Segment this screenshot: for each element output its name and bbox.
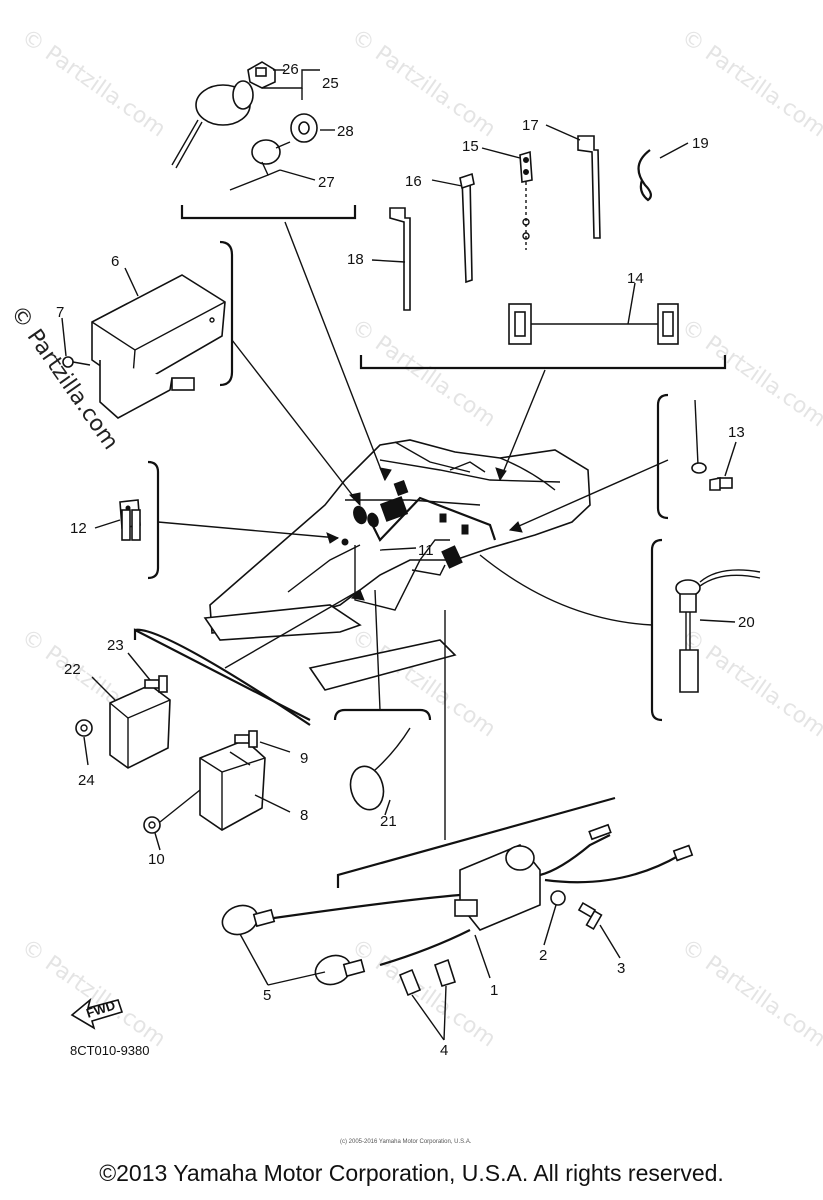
callout-11: 11 xyxy=(418,542,434,559)
watermark: © Partzilla.com xyxy=(677,934,823,1052)
group-ignition-coil xyxy=(221,796,694,1041)
callout-4: 4 xyxy=(440,1042,448,1059)
callout-27: 27 xyxy=(318,174,335,191)
callout-3: 3 xyxy=(617,960,625,977)
callout-2: 2 xyxy=(539,947,547,964)
callout-26: 26 xyxy=(282,61,299,78)
callout-12: 12 xyxy=(70,520,87,537)
callout-6: 6 xyxy=(111,253,119,270)
group-clamps-bands xyxy=(359,124,727,370)
watermark: © Partzilla.com xyxy=(17,24,170,142)
callout-15: 15 xyxy=(462,138,479,155)
watermark: © Partzilla.com xyxy=(347,624,500,742)
callout-20: 20 xyxy=(738,614,755,631)
watermark: © Partzilla.com xyxy=(347,314,500,432)
callout-22: 22 xyxy=(64,661,81,678)
callout-14: 14 xyxy=(627,270,644,287)
group-sensor xyxy=(650,538,761,722)
callout-17: 17 xyxy=(522,117,539,134)
watermark: © Partzilla.com xyxy=(347,934,500,1052)
watermark: © Partzilla.com xyxy=(677,314,823,432)
vehicle-frame xyxy=(157,221,669,840)
callout-18: 18 xyxy=(347,251,364,268)
callout-10: 10 xyxy=(148,851,165,868)
group-main-switch xyxy=(171,61,357,220)
watermark: © Partzilla.com xyxy=(17,934,170,1052)
group-rectifier-regulator xyxy=(75,628,311,851)
watermark: © Partzilla.com xyxy=(677,24,823,142)
callout-16: 16 xyxy=(405,173,422,190)
group-connector xyxy=(94,460,160,580)
callout-13: 13 xyxy=(728,424,745,441)
watermark: © Partzilla.com xyxy=(347,24,500,142)
callout-19: 19 xyxy=(692,135,709,152)
callout-7: 7 xyxy=(56,304,64,321)
copyright-small: (c) 2005-2016 Yamaha Motor Corporation, … xyxy=(340,1139,472,1145)
group-ground-terminal xyxy=(656,393,737,520)
copyright-notice: ©2013 Yamaha Motor Corporation, U.S.A. A… xyxy=(99,1160,724,1186)
callout-23: 23 xyxy=(107,637,124,654)
group-cdi-unit xyxy=(61,240,234,419)
callout-28: 28 xyxy=(337,123,354,140)
callout-8: 8 xyxy=(300,807,308,824)
callout-21: 21 xyxy=(380,813,397,830)
diagram-code: 8CT010-9380 xyxy=(70,1043,150,1058)
group-capacitor xyxy=(333,708,432,816)
callout-24: 24 xyxy=(78,772,95,789)
callout-9: 9 xyxy=(300,750,308,767)
callout-labels: 1 2 3 4 5 6 7 8 9 10 11 12 13 14 15 16 1… xyxy=(56,61,755,1059)
callout-5: 5 xyxy=(263,987,271,1004)
fwd-arrow-icon: FWD xyxy=(70,997,124,1030)
callout-25: 25 xyxy=(322,75,339,92)
callout-1: 1 xyxy=(490,982,498,999)
